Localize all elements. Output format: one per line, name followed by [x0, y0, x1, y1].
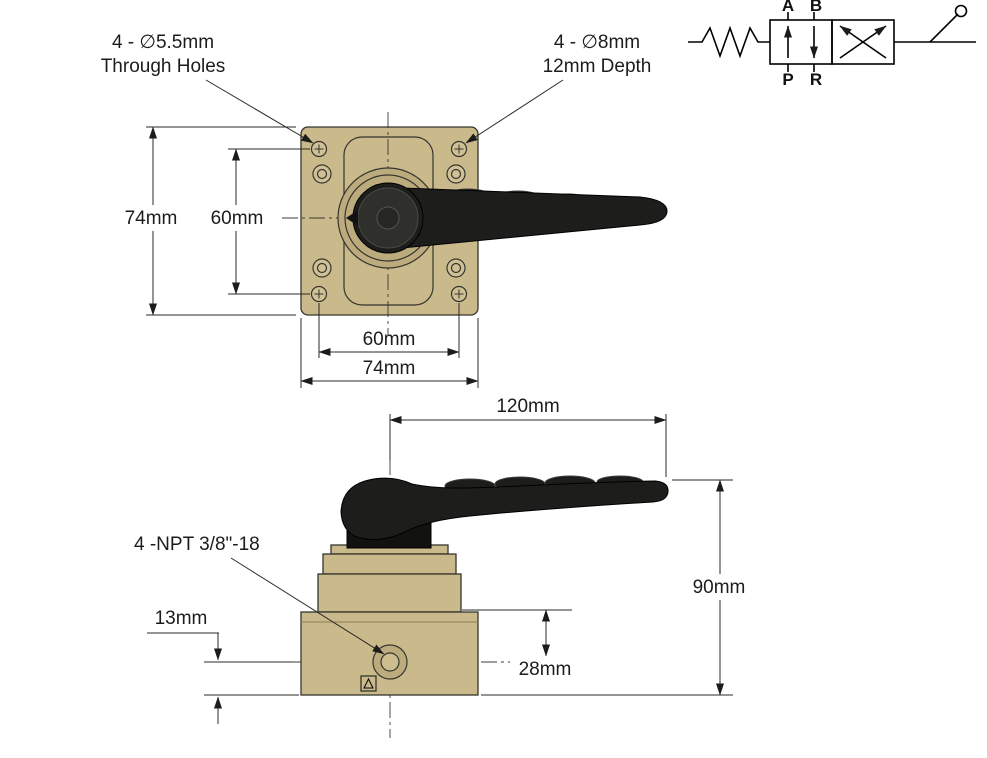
port-a-label: A — [782, 0, 794, 15]
callout-through-holes-line2: Through Holes — [101, 56, 226, 77]
port-hole-inner — [380, 652, 400, 672]
bolt-hole — [450, 140, 468, 158]
hub-pointer-icon — [346, 210, 358, 226]
spring-icon — [688, 25, 770, 59]
flow-arrow-cross2-icon — [839, 25, 887, 59]
body-mid-block — [317, 573, 462, 613]
dim-flange-height: 74mm — [120, 126, 296, 316]
callout-npt: 4 -NPT 3/8"-18 — [134, 534, 385, 655]
dim-label-13: 13mm — [155, 608, 208, 629]
valve-position-box-parallel — [769, 19, 833, 65]
dim-port-offset-bottom: 13mm — [147, 608, 299, 724]
callout-through-holes: 4 - ∅5.5mm Through Holes — [101, 32, 314, 144]
port-b-label: B — [810, 0, 822, 15]
dim-bolt-spacing-horizontal: 60mm — [318, 303, 460, 358]
callout-depth-holes-line2: 12mm Depth — [543, 56, 652, 77]
dim-lever-length: 120mm — [389, 396, 667, 477]
lever-handle-side — [340, 477, 669, 541]
dim-label-28: 28mm — [519, 659, 572, 680]
dim-label-90: 90mm — [693, 577, 746, 598]
dim-bolt-spacing-vertical: 60mm — [205, 148, 310, 295]
manual-lever-icon — [929, 13, 959, 43]
dim-flange-width: 74mm — [300, 318, 479, 388]
depth-hole — [312, 258, 332, 278]
dim-total-height: 90mm — [481, 479, 753, 696]
bolt-hole — [310, 285, 328, 303]
lever-handle-top — [394, 187, 668, 249]
hub-center — [376, 206, 400, 230]
callout-depth-holes-line1: 4 - ∅8mm — [554, 32, 640, 53]
brand-mark-icon — [360, 675, 377, 692]
dim-label-60-bottom: 60mm — [363, 329, 416, 350]
depth-hole — [446, 258, 466, 278]
body-upper-block — [322, 553, 457, 575]
bolt-hole — [450, 285, 468, 303]
callout-through-holes-line1: 4 - ∅5.5mm — [112, 32, 214, 53]
dim-label-60-left: 60mm — [211, 208, 264, 229]
port-r-label: R — [810, 70, 822, 89]
dim-port-offset-top: 28mm — [462, 609, 580, 681]
callout-depth-holes: 4 - ∅8mm 12mm Depth — [465, 32, 652, 144]
pneumatic-symbol: A B P R — [688, 0, 976, 89]
callout-npt-label: 4 -NPT 3/8"-18 — [134, 534, 260, 555]
manual-lever-knob-icon — [954, 4, 968, 18]
dim-label-74-bottom: 74mm — [363, 358, 416, 379]
dim-label-74-left: 74mm — [125, 208, 178, 229]
dim-label-120: 120mm — [496, 396, 559, 417]
depth-hole — [312, 164, 332, 184]
bolt-hole — [310, 140, 328, 158]
depth-hole — [446, 164, 466, 184]
top-view: 74mm 60mm 60mm 74mm 4 - ∅5.5mm Throu — [101, 32, 668, 388]
side-view: 120mm 90mm 13mm 28mm 4 -NPT — [134, 396, 753, 738]
port-p-label: P — [782, 70, 793, 89]
